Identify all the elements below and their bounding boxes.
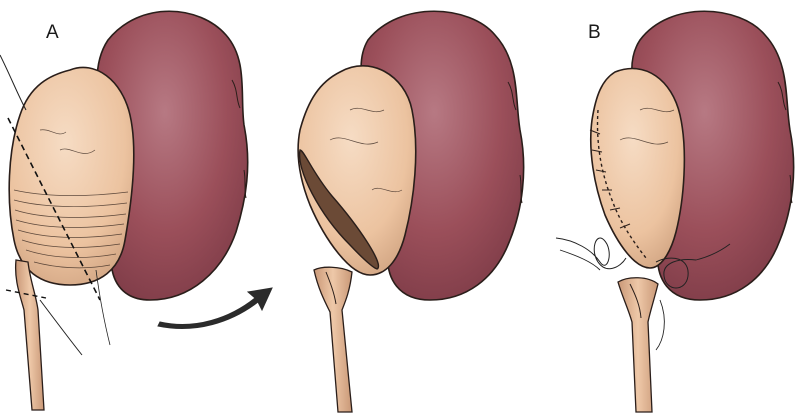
suture-loops bbox=[555, 237, 627, 270]
renal-pelvis-reconstructed bbox=[589, 67, 686, 269]
panel-a bbox=[0, 10, 249, 411]
suture-line bbox=[596, 109, 647, 259]
incision-line-diagonal bbox=[7, 117, 101, 301]
panel-label-a: A bbox=[46, 22, 59, 43]
renal-pelvis-trimmed bbox=[297, 65, 417, 276]
panel-label-b: B bbox=[588, 22, 601, 43]
ureter-a bbox=[14, 259, 45, 411]
renal-pelvis-a bbox=[8, 66, 135, 286]
incision-line-ureter bbox=[5, 289, 47, 299]
panel-b bbox=[555, 10, 795, 413]
stay-suture-a-top bbox=[0, 54, 27, 111]
stay-suture-a-bottom bbox=[39, 299, 83, 356]
ureter-b bbox=[617, 277, 659, 413]
curved-arrow-icon bbox=[157, 287, 273, 329]
ureter-spatulated bbox=[313, 266, 353, 413]
pelvis-cut-edge bbox=[298, 149, 380, 270]
panel-middle bbox=[297, 10, 525, 413]
